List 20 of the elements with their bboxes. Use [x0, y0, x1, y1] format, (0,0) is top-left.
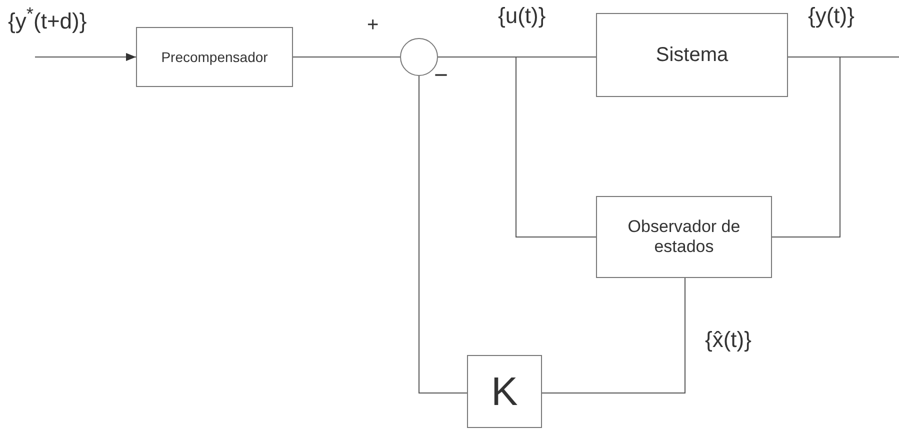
signal-arrow [34, 53, 136, 61]
signal-label: {y$^{*}$(t+d)} [8, 4, 87, 34]
sum-junction [400, 38, 438, 76]
signal-label: {y(t)} [808, 4, 854, 28]
block-label: Precompensador [161, 48, 268, 66]
block-box [596, 196, 772, 278]
signal-line [772, 56, 840, 238]
signal-line [292, 56, 400, 58]
block-label: K [491, 368, 518, 416]
block-box [136, 27, 293, 87]
sign-label: + [367, 14, 379, 36]
block-label: Sistema [656, 43, 728, 67]
signal-line [418, 76, 468, 394]
sign-label: − [434, 63, 448, 90]
block-box [596, 13, 788, 97]
signal-label: {x̂(t)} [705, 328, 752, 352]
block-box [467, 355, 542, 428]
signal-label: {u(t)} [498, 4, 546, 28]
signal-line [542, 278, 686, 394]
block-label: Observador de estados [626, 216, 742, 258]
